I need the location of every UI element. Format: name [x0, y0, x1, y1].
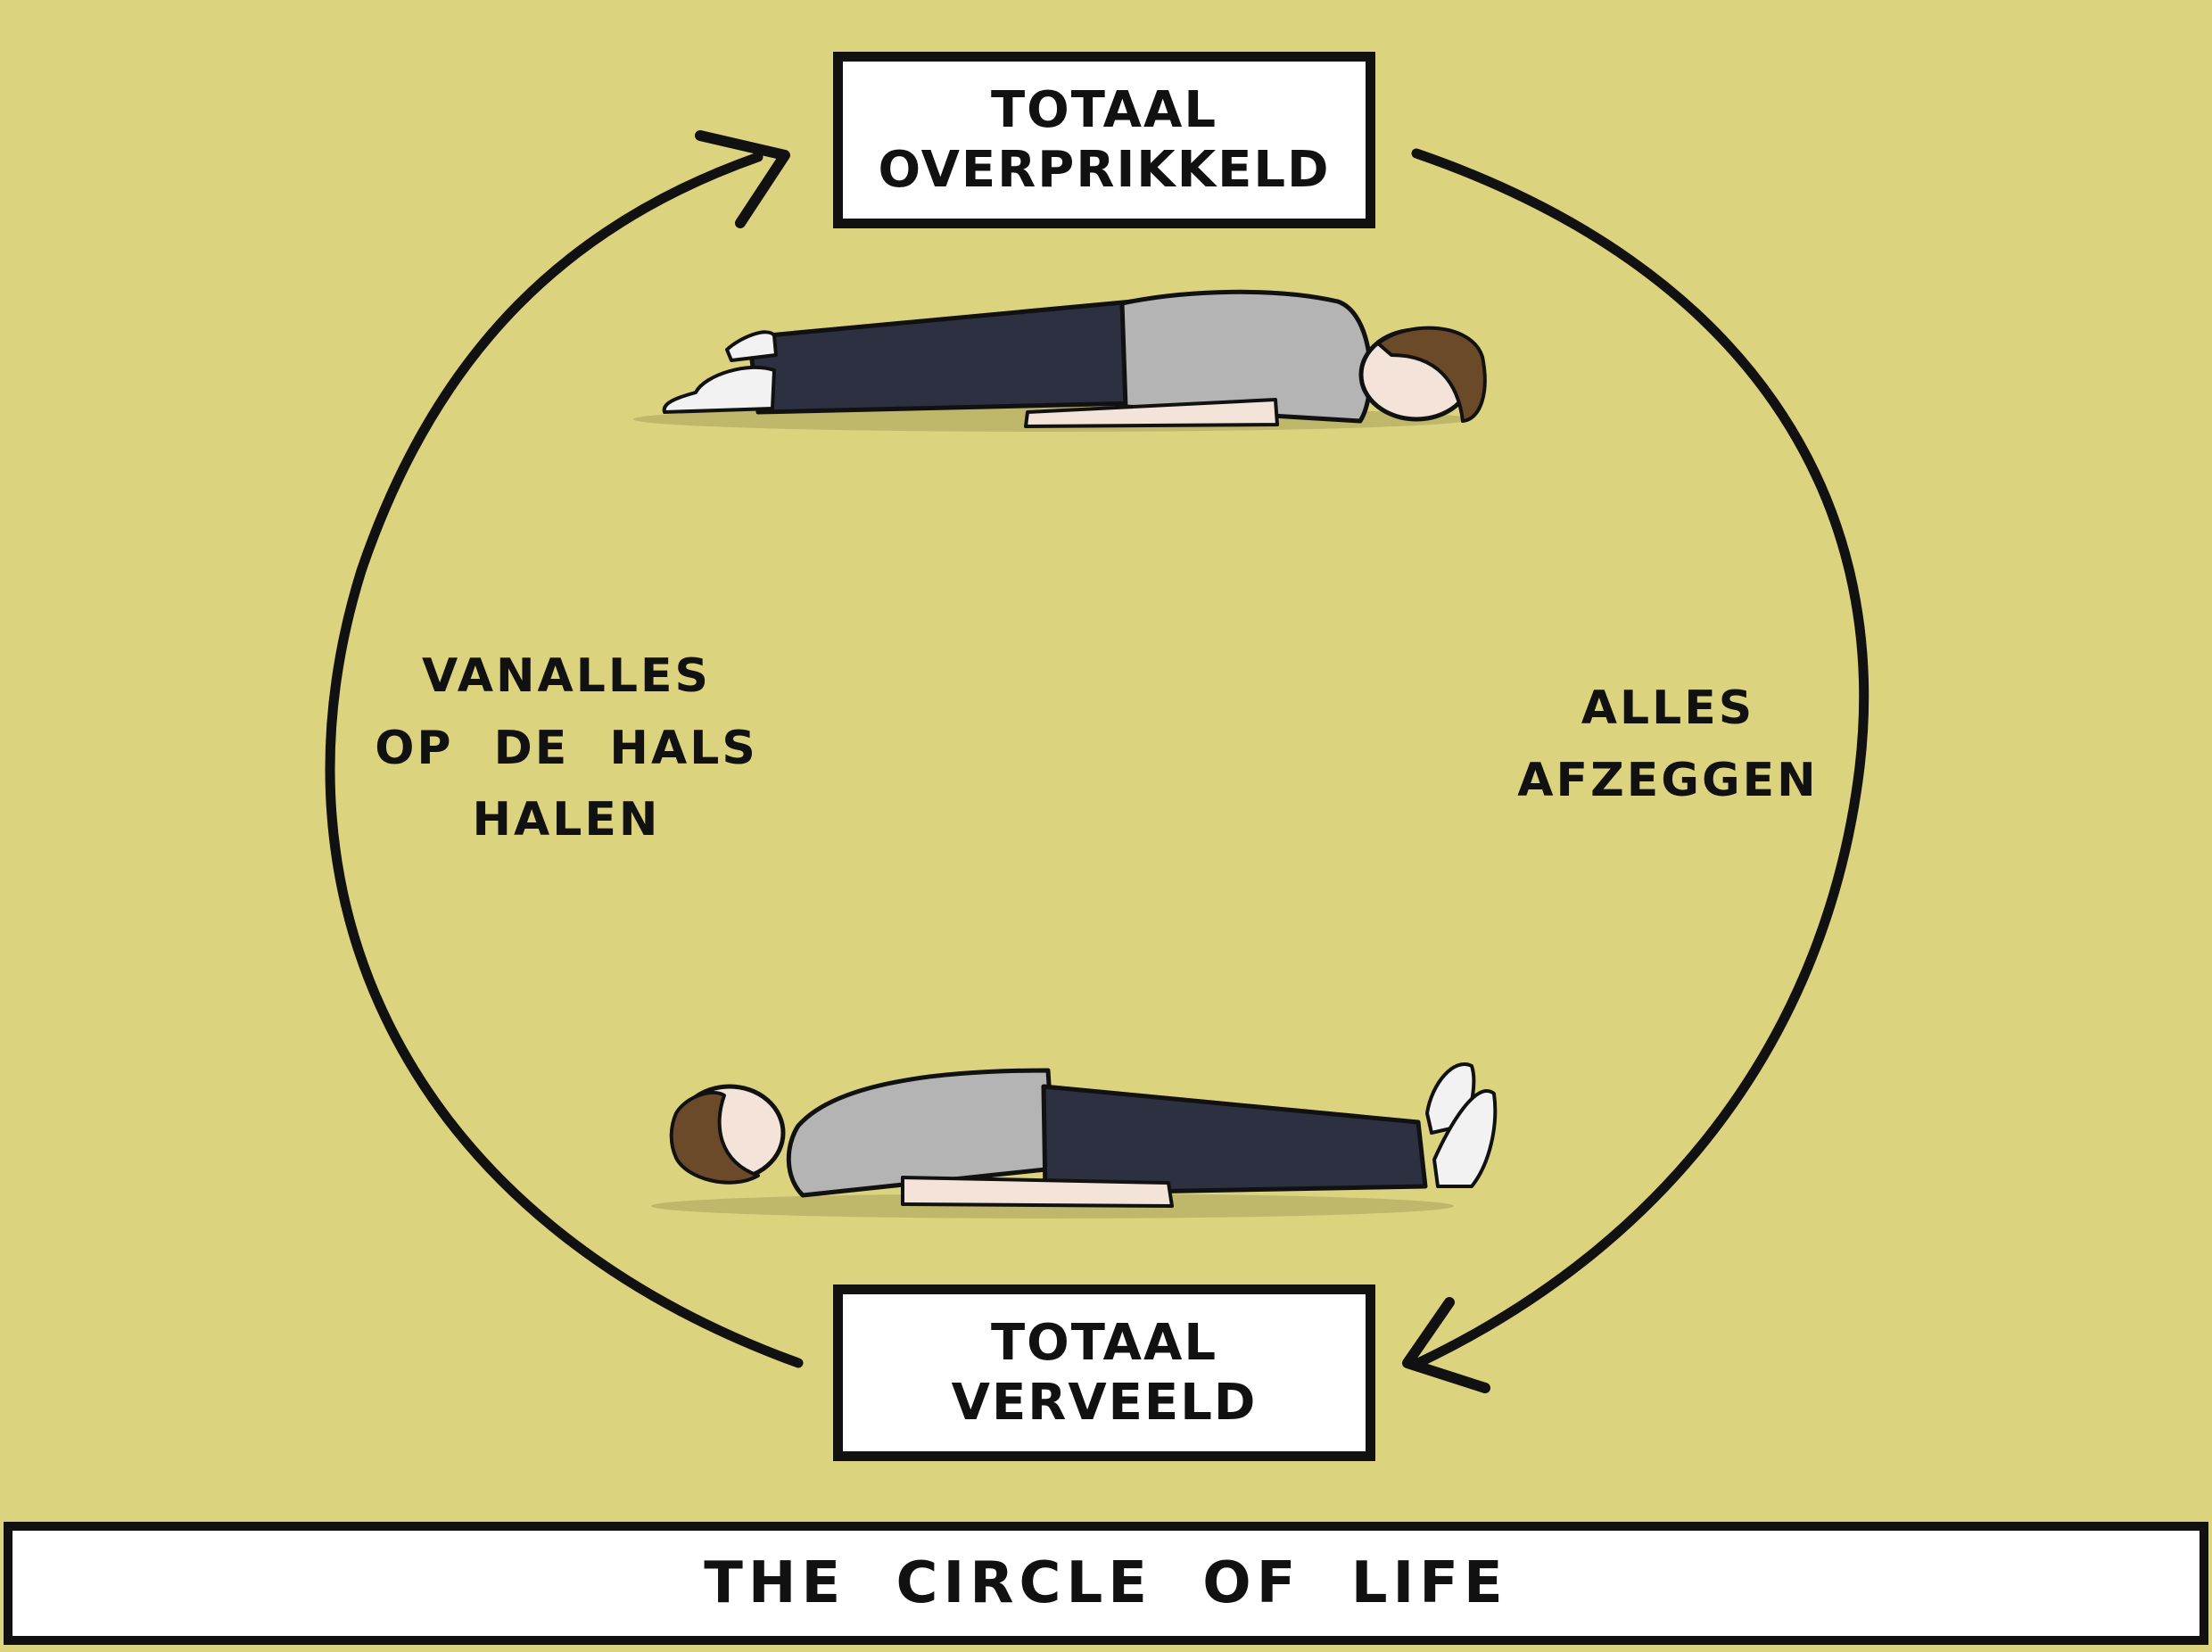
transition-label-line: OP DE HALS: [375, 721, 758, 775]
transition-label-line: HALEN: [472, 793, 661, 847]
arrow-head-bottom-icon: [1402, 1297, 1490, 1393]
state-box-line: TOTAAL: [990, 1313, 1218, 1372]
state-box-overstimulated: TOTAAL OVERPRIKKELD: [833, 52, 1375, 228]
arrow-head-top-icon: [695, 130, 790, 228]
footer-caption: THE CIRCLE OF LIFE: [4, 1522, 2208, 1645]
footer-title: THE CIRCLE OF LIFE: [704, 1550, 1508, 1616]
state-box-line: TOTAAL: [990, 80, 1218, 139]
state-box-line: OVERPRIKKELD: [878, 141, 1331, 199]
transition-label-line: AFZEGGEN: [1517, 753, 1819, 807]
state-box-bored: TOTAAL VERVEELD: [833, 1284, 1375, 1461]
transition-label-line: ALLES: [1581, 681, 1755, 735]
figure-lying-supine: [651, 1062, 1498, 1218]
cycle-arc-right: [1411, 148, 1869, 1368]
transition-label-right: ALLES AFZEGGEN: [1507, 673, 1828, 816]
cycle-arc-left: [325, 152, 804, 1368]
transition-label-left: VANALLES OP DE HALS HALEN: [357, 640, 776, 856]
figure-lying-prone: [633, 289, 1487, 432]
transition-label-line: VANALLES: [422, 649, 711, 703]
state-box-line: VERVEELD: [951, 1374, 1258, 1432]
